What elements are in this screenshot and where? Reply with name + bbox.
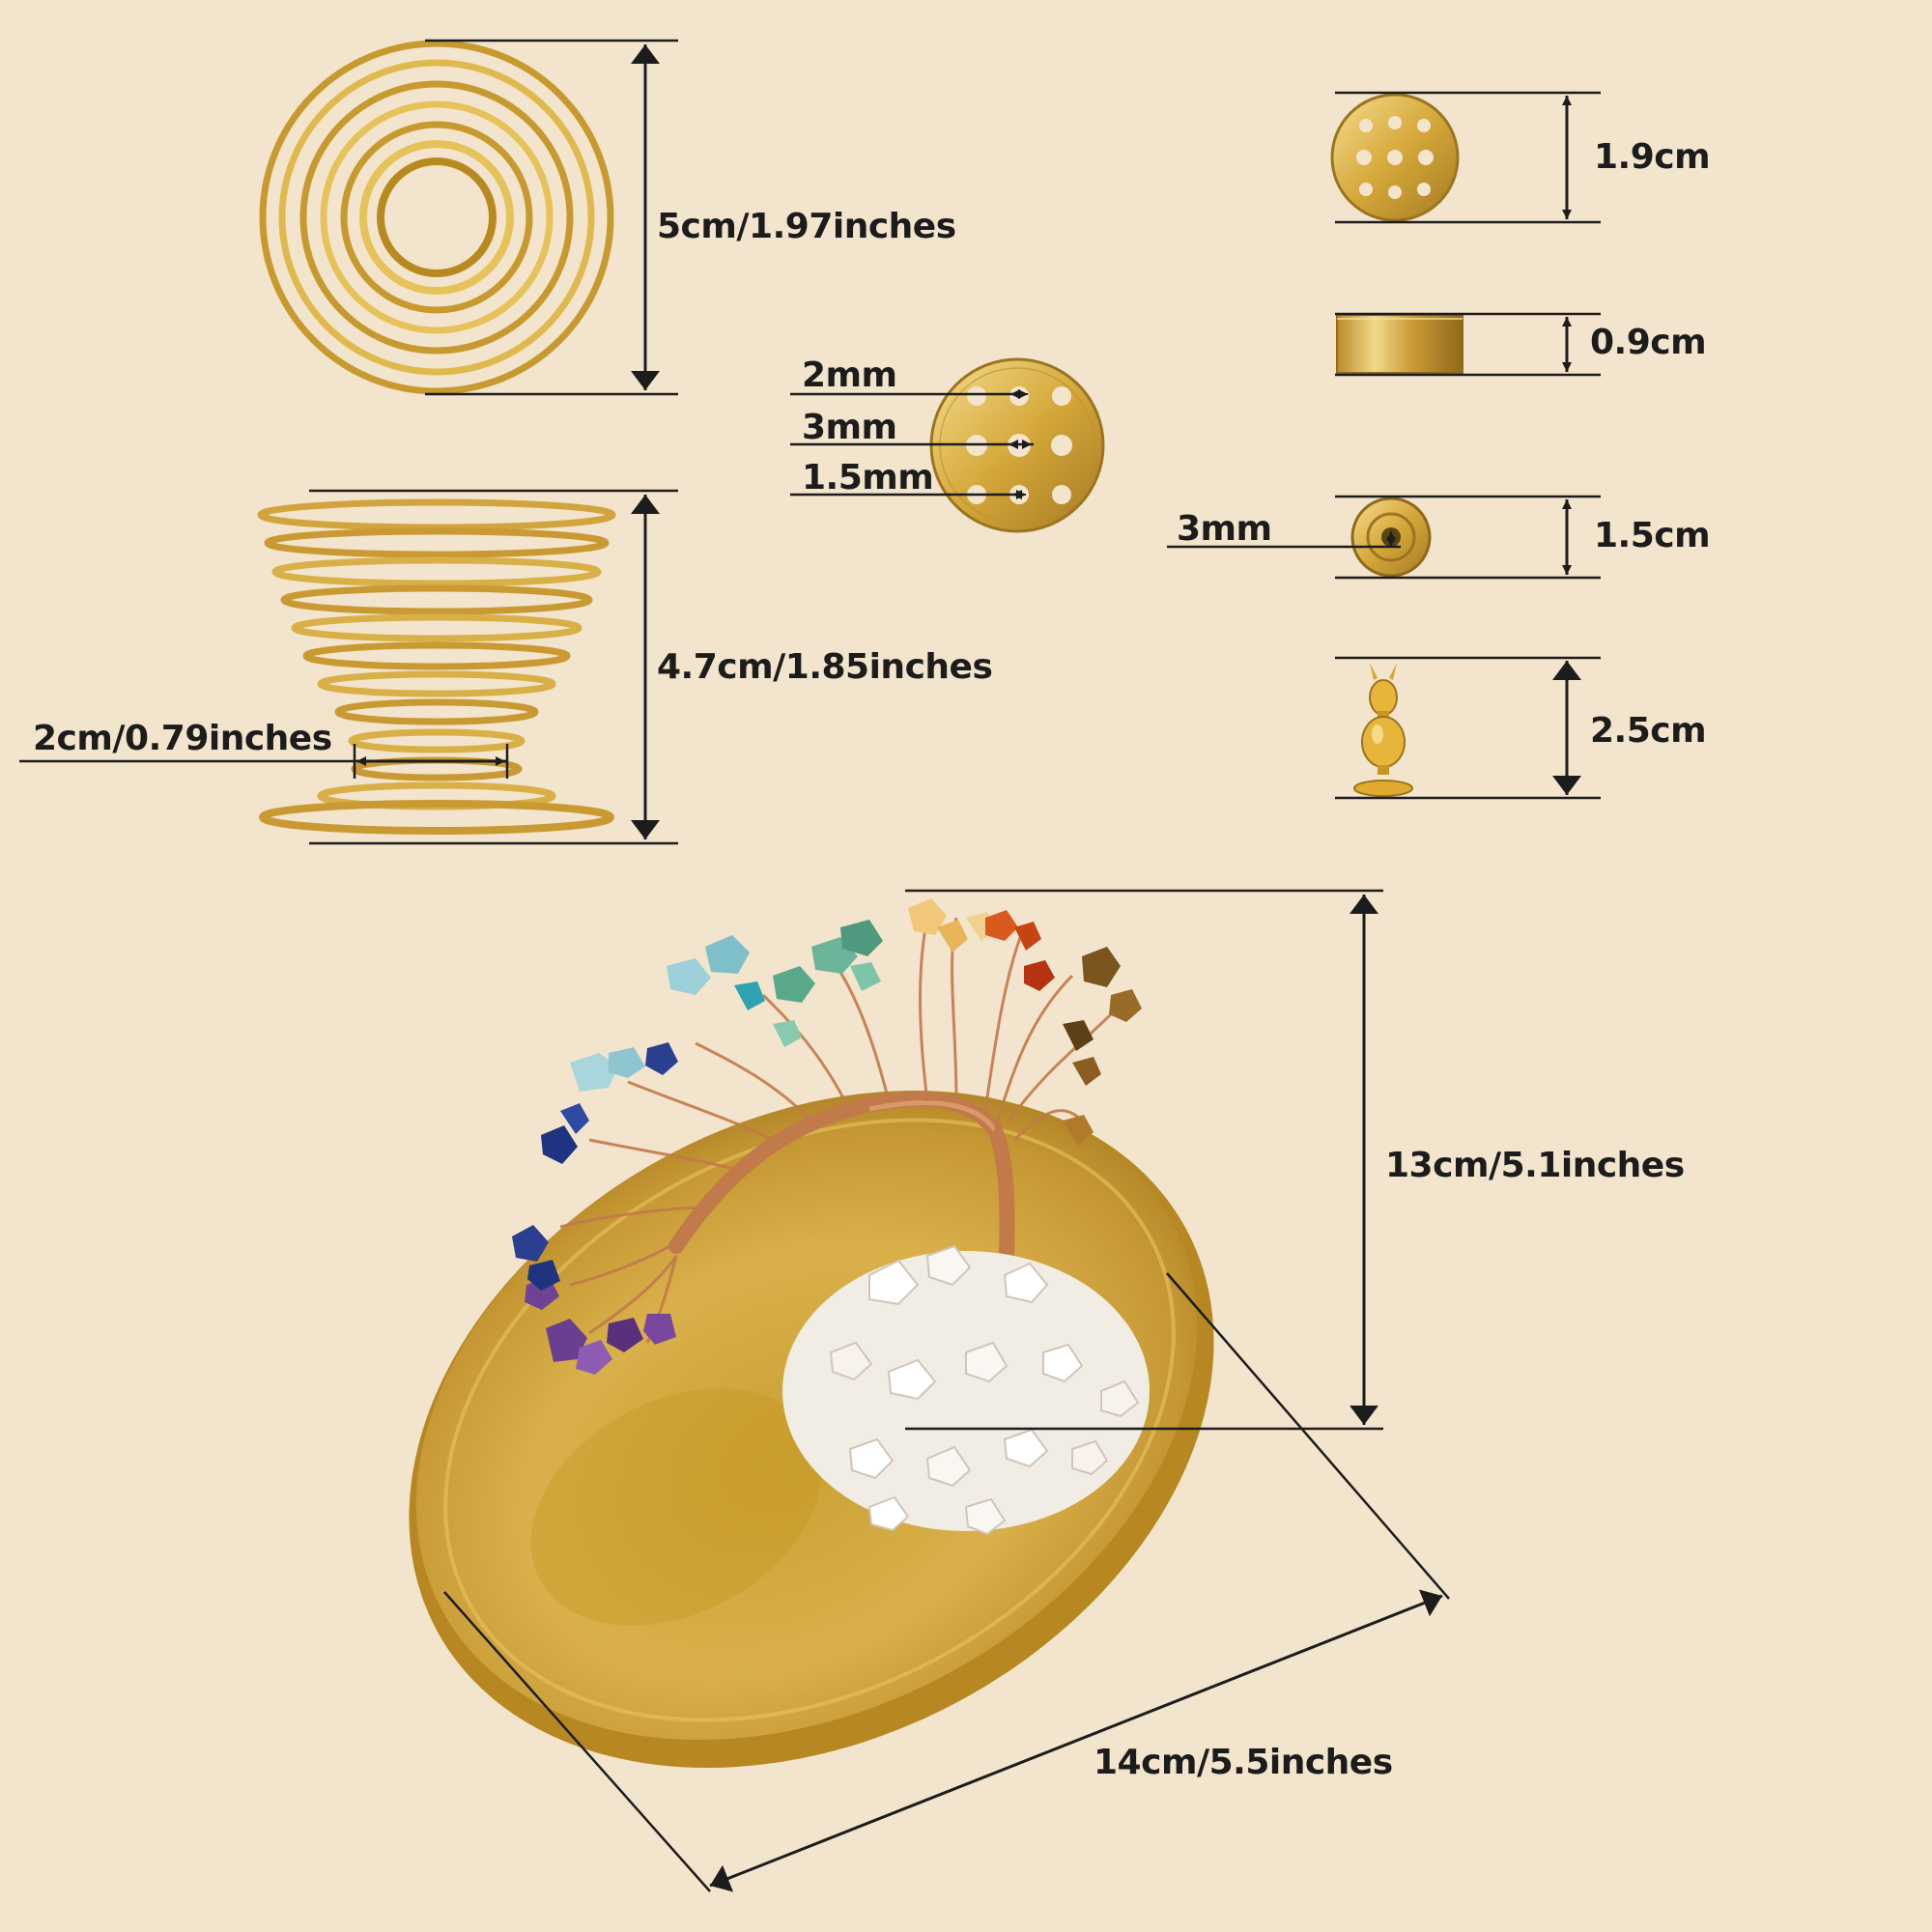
crystal-base-icon	[782, 1244, 1150, 1536]
dish-dim-extension-right	[1166, 1272, 1450, 1600]
spiral-top-height-label: 5cm/1.97inches	[657, 207, 956, 246]
bead-diameter-label: 1.5cm	[1594, 516, 1711, 555]
gourd-height-label: 2.5cm	[1590, 711, 1707, 751]
dish-dim-extension-left	[443, 1591, 711, 1892]
plate-hole-2mm-label: 2mm	[802, 355, 897, 395]
brass-ring-icon	[1336, 314, 1463, 374]
dish-diameter-label: 14cm/5.5inches	[1094, 1743, 1393, 1782]
tree-height-label: 13cm/5.1inches	[1385, 1146, 1685, 1185]
gemstone-tree-icon	[512, 898, 1150, 1536]
spiral-holder-top-view-icon	[259, 40, 614, 395]
bead-hole-label: 3mm	[1177, 509, 1272, 549]
perforated-brass-disc-icon	[1330, 93, 1460, 222]
spiral-base-width-label: 2cm/0.79inches	[33, 719, 332, 758]
spiral-cone-holder-icon	[257, 498, 616, 835]
ring-height-label: 0.9cm	[1590, 323, 1707, 362]
plate-hole-3mm-label: 3mm	[802, 408, 897, 447]
gourd-incense-holder-icon	[1353, 663, 1413, 797]
spiral-side-height-label: 4.7cm/1.85inches	[657, 647, 993, 687]
plate-hole-1-5mm-label: 1.5mm	[802, 458, 934, 497]
disc-diameter-label: 1.9cm	[1594, 137, 1711, 177]
dish-dim-arrow	[709, 1589, 1443, 1892]
